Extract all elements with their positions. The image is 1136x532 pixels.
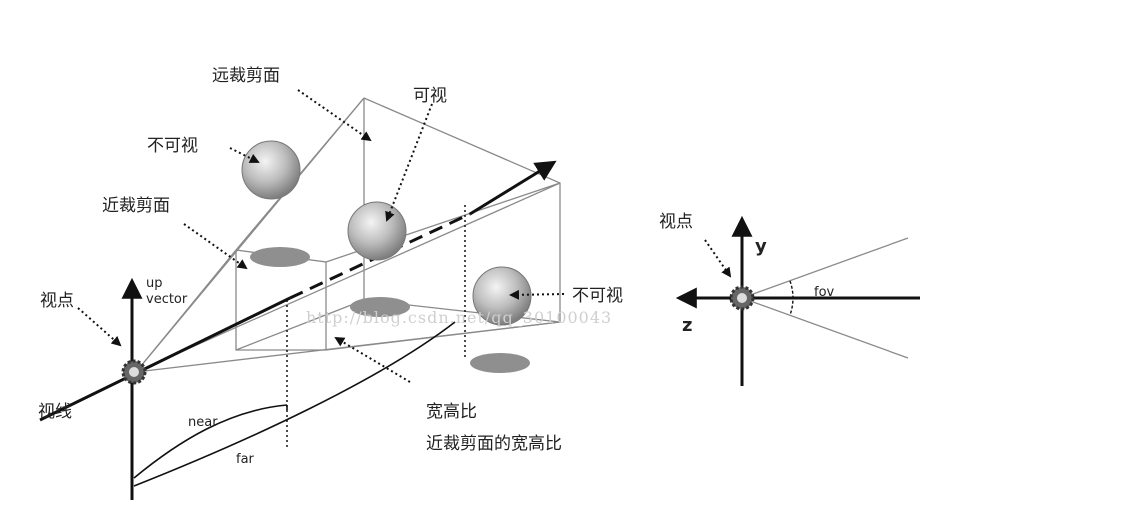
- not-visible-left-label: 不可视: [147, 136, 198, 156]
- viewpoint-eye: [121, 359, 147, 385]
- label-pointers: [77, 89, 565, 383]
- side-viewpoint-label: 视点: [659, 212, 693, 232]
- side-viewpoint-pointer: [704, 239, 732, 278]
- watermark-text: http://blog.csdn.net/qq_30100043: [306, 308, 612, 327]
- distance-curves: [133, 321, 456, 487]
- near-plane-aspect-ratio-label: 近裁剪面的宽高比: [426, 434, 562, 454]
- far-clip-plane-label: 远裁剪面: [212, 66, 280, 86]
- z-axis-label: z: [682, 315, 692, 336]
- up-vector-label-line1: up: [146, 276, 163, 291]
- viewpoint-label: 视点: [40, 291, 74, 311]
- near-label: near: [188, 415, 218, 430]
- far-label: far: [236, 452, 255, 467]
- line-of-sight-label: 视线: [38, 402, 72, 422]
- side-view-group: 视点 y z fov: [659, 212, 920, 386]
- sphere-not-visible-right: [472, 266, 532, 326]
- sphere-shadows: [250, 247, 530, 373]
- side-viewpoint-eye: [729, 285, 755, 311]
- aspect-ratio-label: 宽高比: [426, 402, 477, 422]
- up-vector-label-line2: vector: [146, 292, 188, 307]
- fov-arc: [789, 280, 794, 316]
- visible-label: 可视: [413, 86, 447, 106]
- not-visible-right-label: 不可视: [572, 286, 623, 306]
- sphere-not-visible-left: [241, 140, 301, 200]
- fov-label: fov: [814, 285, 835, 300]
- y-axis-label: y: [755, 236, 767, 257]
- fov-cone-lines: [741, 237, 909, 359]
- near-clip-plane-label: 近裁剪面: [102, 196, 170, 216]
- frustum-group: 远裁剪面 可视 不可视 近裁剪面 视点 up vector 视线 near fa…: [38, 66, 623, 500]
- projection-lines: [286, 205, 466, 448]
- sphere-visible: [347, 201, 407, 261]
